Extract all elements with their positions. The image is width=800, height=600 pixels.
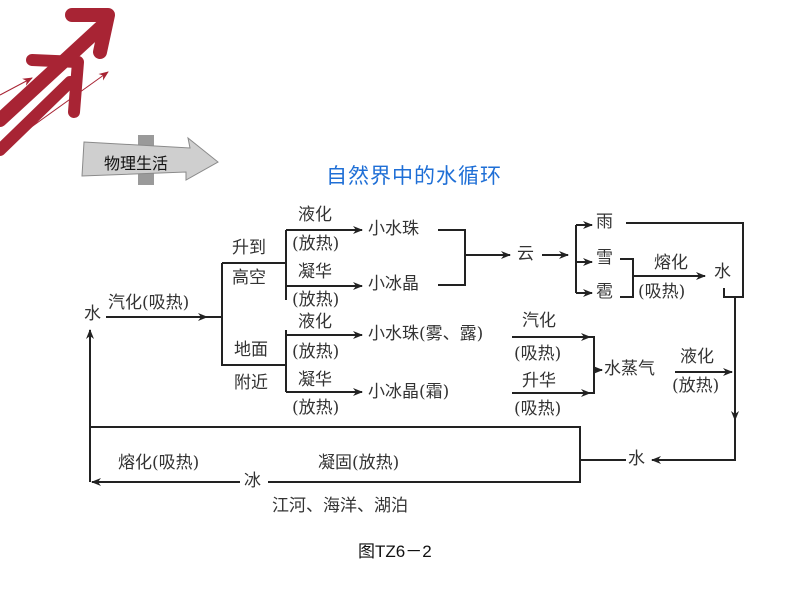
high-deposit-heat: (放热): [292, 290, 340, 310]
node-frost: 小冰晶(霜): [368, 382, 450, 402]
node-snow: 雪: [596, 248, 613, 268]
logo-arrows-icon: [0, 8, 115, 156]
label-vapor-liquefy-heat: (放热): [672, 376, 720, 396]
start-water: 水: [84, 304, 101, 324]
node-ice: 冰: [244, 471, 261, 491]
ground-deposit: 凝华: [298, 370, 332, 390]
ground-deposit-heat: (放热): [292, 398, 340, 418]
node-rain: 雨: [596, 212, 613, 232]
figure-caption: 图TZ6－2: [358, 542, 432, 561]
label-ground-2: 附近: [234, 373, 268, 393]
high-deposit: 凝华: [298, 262, 332, 282]
label-vaporize-2: 汽化: [522, 311, 556, 331]
label-sublimate-heat: (吸热): [514, 399, 562, 419]
label-ice-melt: 熔化(吸热): [118, 453, 200, 473]
node-droplet: 小水珠: [368, 219, 419, 239]
label-rise-1: 升到: [232, 238, 266, 258]
label-vaporize-2-heat: (吸热): [514, 344, 562, 364]
diagram-title: 自然界中的水循环: [326, 164, 502, 188]
label-vaporize: 汽化(吸热): [108, 293, 190, 313]
ground-liquefy-heat: (放热): [292, 342, 340, 362]
node-cloud: 云: [517, 244, 534, 264]
label-melt: 熔化: [654, 253, 688, 273]
label-freeze: 凝固(放热): [318, 453, 400, 473]
node-bodies-of-water: 江河、海洋、湖泊: [272, 496, 408, 516]
label-rise-2: 高空: [232, 268, 266, 288]
node-crystal: 小冰晶: [368, 274, 419, 294]
node-bottom-water: 水: [628, 449, 645, 469]
section-sign: 物理生活: [104, 154, 169, 173]
ground-liquefy: 液化: [298, 312, 332, 332]
signpost-icon: [81, 135, 219, 185]
node-melt-water: 水: [714, 262, 731, 282]
label-melt-heat: (吸热): [638, 282, 686, 302]
label-ground-1: 地面: [234, 340, 268, 360]
node-fog-dew: 小水珠(雾、露): [368, 324, 484, 344]
high-liquefy-heat: (放热): [292, 234, 340, 254]
node-vapor: 水蒸气: [604, 359, 655, 379]
label-sublimate: 升华: [522, 371, 556, 391]
high-liquefy: 液化: [298, 205, 332, 225]
label-vapor-liquefy: 液化: [680, 347, 714, 367]
node-hail: 雹: [596, 282, 613, 302]
